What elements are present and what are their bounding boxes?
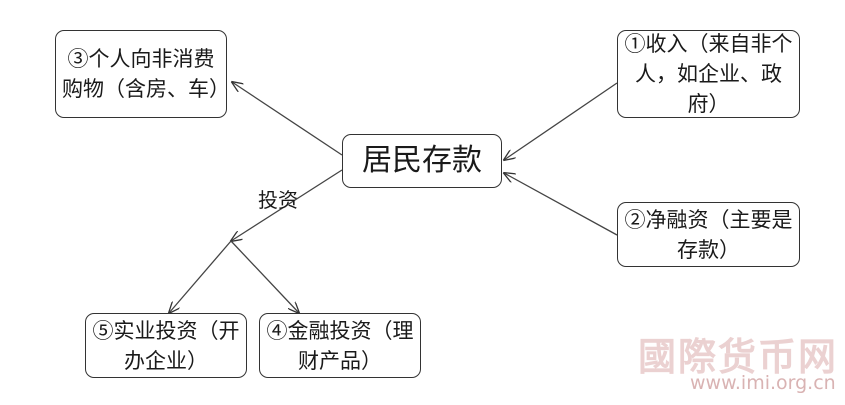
watermark-logo: 國際货币网 [638, 333, 839, 379]
arrow-income-to-deposits [504, 82, 618, 160]
node-consumption: ③个人向非消费购物（含房、车） [55, 30, 230, 118]
node-financial-investment: ④金融投资（理财产品） [259, 313, 421, 378]
arrow-net-financing-to-deposits [504, 173, 618, 236]
node-real-investment: ⑤实业投资（开办企业） [85, 313, 247, 378]
watermark-url: www.imi.org.cn [690, 372, 836, 394]
arrow-split-to-financial-investment [230, 240, 299, 313]
node-resident-deposits: 居民存款 [342, 134, 502, 188]
line-deposits-to-investment-split [231, 169, 343, 241]
node-net-financing: ②净融资（主要是存款） [617, 202, 800, 267]
arrow-split-to-real-investment [169, 240, 232, 313]
arrow-deposits-to-consumption [232, 82, 343, 156]
node-income: ①收入（来自非个人，如企业、政府） [617, 30, 800, 118]
edge-label-investment: 投资 [258, 188, 298, 212]
